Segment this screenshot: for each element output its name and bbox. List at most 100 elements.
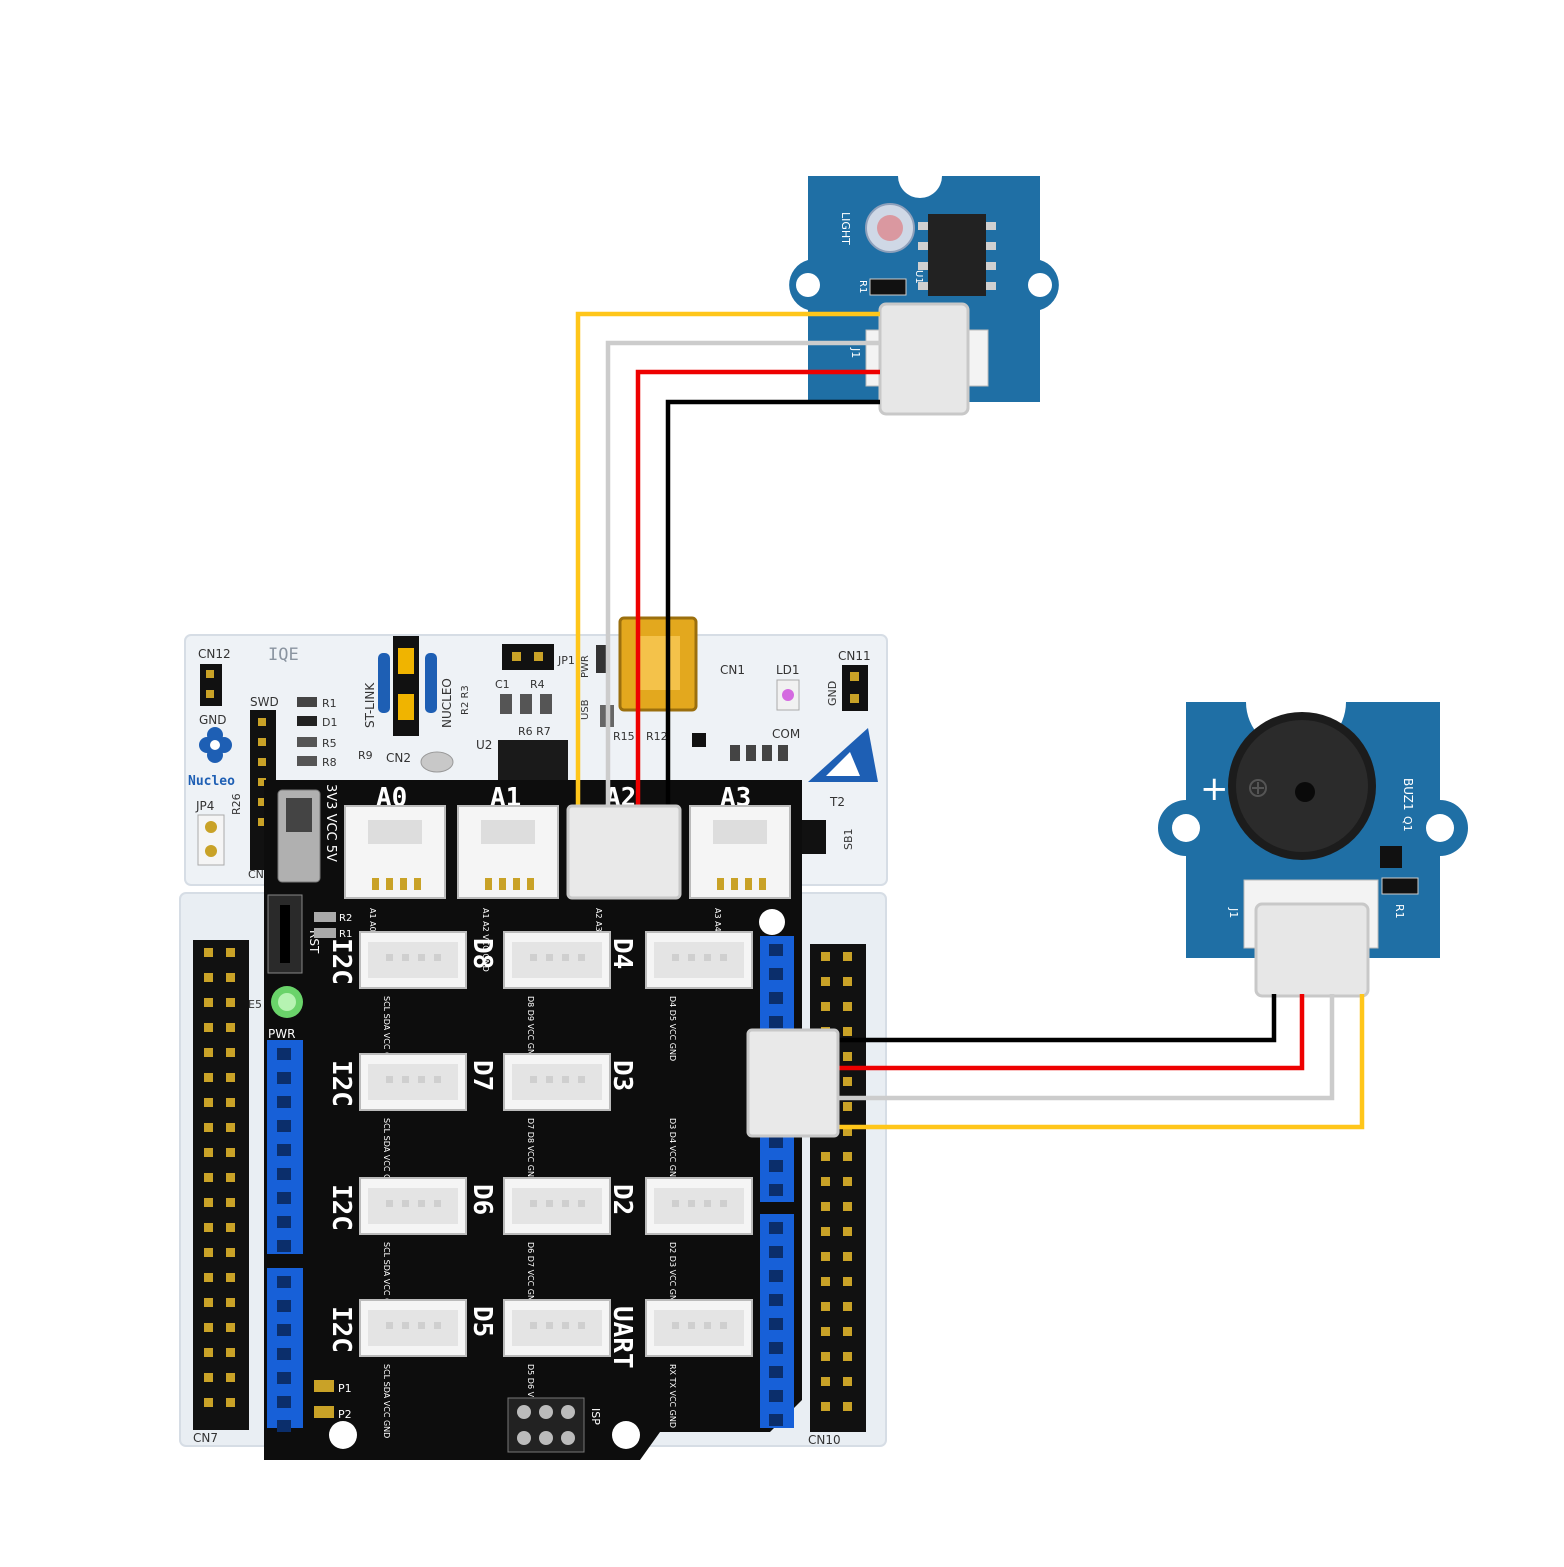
grove-socket-pin bbox=[530, 1200, 537, 1207]
header-pin bbox=[204, 1073, 213, 1082]
shield-pin bbox=[769, 1390, 783, 1402]
grove-socket-pin bbox=[402, 954, 409, 961]
label-r1-nucleo: R1 bbox=[322, 697, 337, 710]
buzzer-plug bbox=[1254, 902, 1370, 998]
header-pin bbox=[821, 1377, 830, 1386]
header-pin bbox=[821, 1352, 830, 1361]
grove-pin-labels: D8 D9 VCC GND bbox=[526, 996, 535, 1061]
grove-socket-pin bbox=[418, 1322, 425, 1329]
plug-d3 bbox=[746, 1028, 840, 1138]
u1-chip bbox=[928, 214, 986, 296]
grove-pin-labels: RX TX VCC GND bbox=[668, 1364, 677, 1428]
cn10-header bbox=[810, 944, 866, 1432]
grove-socket-pin bbox=[386, 1322, 393, 1329]
header-pin bbox=[843, 1002, 852, 1011]
header-pin bbox=[843, 1077, 852, 1086]
label-d1: D1 bbox=[322, 716, 337, 729]
header-pin bbox=[226, 1348, 235, 1357]
wire-yellow-light bbox=[575, 311, 880, 812]
grove-socket-pin bbox=[418, 1076, 425, 1083]
grove-socket-pin bbox=[546, 954, 553, 961]
header-pin bbox=[204, 1323, 213, 1332]
label-pwr-shield: PWR bbox=[268, 1027, 295, 1041]
header-pin bbox=[204, 1298, 213, 1307]
header-pin bbox=[843, 1052, 852, 1061]
label-nucleo-jumper: NUCLEO bbox=[440, 678, 454, 728]
label-r1-buzzer: R1 bbox=[1393, 904, 1406, 919]
grove-socket-pin bbox=[704, 1200, 711, 1207]
grove-pin-labels: SCL SDA VCC GND bbox=[382, 996, 391, 1070]
grove-socket-pin bbox=[386, 954, 393, 961]
grove-pin-labels: D4 D5 VCC GND bbox=[668, 996, 677, 1061]
shield-pin bbox=[769, 1246, 783, 1258]
header-pin bbox=[821, 1402, 830, 1411]
shield-pin bbox=[277, 1216, 291, 1228]
shield-pin bbox=[277, 1240, 291, 1252]
wire-yellow-buzzer bbox=[838, 994, 1365, 1130]
grove-socket-pin bbox=[704, 1322, 711, 1329]
header-pin bbox=[226, 998, 235, 1007]
label-com: COM bbox=[772, 727, 800, 741]
label-r9: R9 bbox=[358, 749, 373, 762]
shield-pin bbox=[277, 1168, 291, 1180]
shield-pin bbox=[769, 1342, 783, 1354]
base-shield: 3V3 VCC 5V RST R2 R1 PWR A0 A1 A2 A3 A1 … bbox=[264, 780, 802, 1460]
grove-socket-inner bbox=[368, 1188, 458, 1224]
header-pin bbox=[204, 998, 213, 1007]
header-pin bbox=[821, 1152, 830, 1161]
grove-socket-inner bbox=[368, 1064, 458, 1100]
grove-socket-pin bbox=[720, 954, 727, 961]
label-r2-shield: R2 bbox=[339, 913, 352, 924]
shield-pin bbox=[277, 1300, 291, 1312]
grove-socket-pin bbox=[402, 1200, 409, 1207]
wires bbox=[575, 311, 1365, 1130]
grove-socket-pin bbox=[720, 1322, 727, 1329]
header-pin bbox=[821, 1252, 830, 1261]
grove-socket-pin bbox=[688, 954, 695, 961]
grove-socket-pin bbox=[402, 1076, 409, 1083]
shield-pin bbox=[769, 1270, 783, 1282]
header-pin bbox=[204, 1273, 213, 1282]
grove-port-a0: A1 A0 VCC GND bbox=[344, 805, 446, 972]
header-pin bbox=[226, 1048, 235, 1057]
cn12-header bbox=[200, 664, 222, 706]
label-r8: R8 bbox=[322, 756, 337, 769]
grove-socket-pin bbox=[530, 954, 537, 961]
light-sensor-module: LIGHT U1 R1 J1 bbox=[789, 176, 1059, 416]
header-pin bbox=[843, 1177, 852, 1186]
light-sensor-plug bbox=[878, 302, 970, 416]
header-pin bbox=[821, 1227, 830, 1236]
grove-socket-pin bbox=[434, 954, 441, 961]
grove-port-a1: A1 A2 VCC GND bbox=[457, 805, 559, 972]
header-pin bbox=[226, 1123, 235, 1132]
row-label-right: D4 bbox=[607, 938, 637, 969]
grove-socket-pin bbox=[720, 1200, 727, 1207]
wire-red-buzzer bbox=[838, 994, 1305, 1071]
wire-black-buzzer bbox=[838, 994, 1277, 1043]
grove-socket-inner bbox=[654, 1188, 744, 1224]
shield-pin bbox=[277, 1096, 291, 1108]
header-pin bbox=[226, 1073, 235, 1082]
header-pin bbox=[843, 952, 852, 961]
header-pin bbox=[843, 1027, 852, 1036]
shield-pin bbox=[769, 1136, 783, 1148]
shield-pin bbox=[769, 1414, 783, 1426]
grove-pin-labels: SCL SDA VCC GND bbox=[382, 1242, 391, 1316]
grove-socket-pin bbox=[578, 1200, 585, 1207]
grove-socket-inner bbox=[368, 942, 458, 978]
label-light: LIGHT bbox=[839, 212, 852, 245]
label-c1: C1 bbox=[495, 678, 510, 691]
header-pin bbox=[843, 1352, 852, 1361]
shield-pin bbox=[277, 1144, 291, 1156]
label-buz1: BUZ1 bbox=[1401, 778, 1415, 811]
label-sb1: SB1 bbox=[842, 828, 855, 850]
grove-socket-inner bbox=[512, 1064, 602, 1100]
label-r5: R5 bbox=[322, 737, 337, 750]
grove-socket-pin bbox=[562, 954, 569, 961]
grove-socket-pin bbox=[530, 1322, 537, 1329]
grove-socket-pin bbox=[672, 954, 679, 961]
label-plus: + bbox=[1200, 769, 1229, 809]
grove-pin-labels: D5 D6 VCC GND bbox=[526, 1364, 535, 1429]
shield-pin bbox=[769, 968, 783, 980]
